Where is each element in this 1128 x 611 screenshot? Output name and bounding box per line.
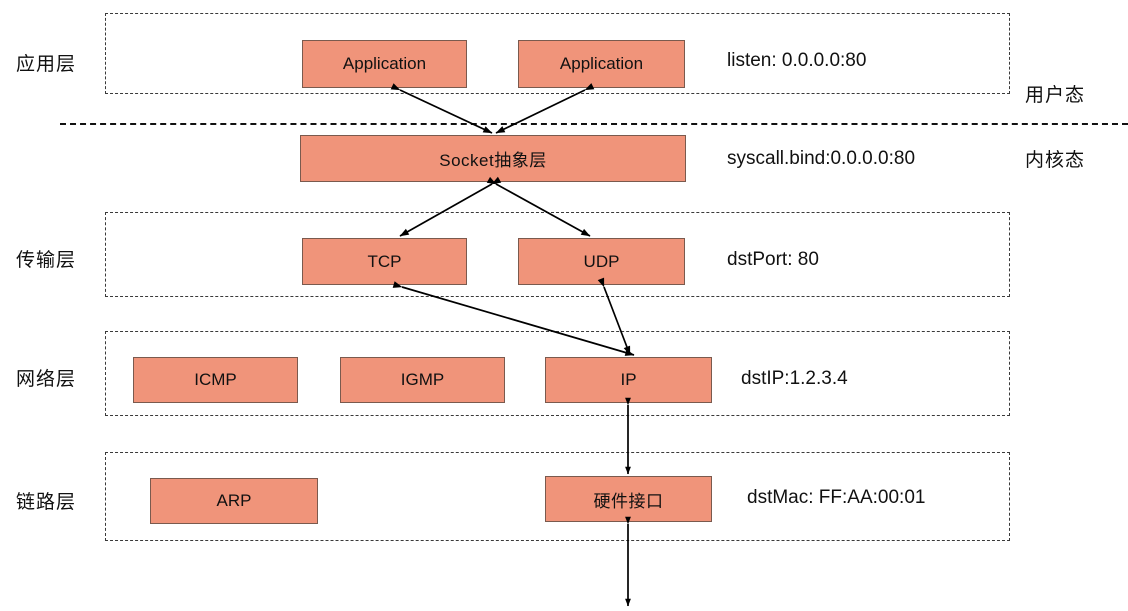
- node-application-1[interactable]: Application: [302, 40, 467, 88]
- annotation-dst-mac: dstMac: FF:AA:00:01: [747, 487, 926, 508]
- node-ip[interactable]: IP: [545, 357, 712, 403]
- arrow-application2-socket: [495, 83, 595, 134]
- node-application-2[interactable]: Application: [518, 40, 685, 88]
- annotation-syscall-bind: syscall.bind:0.0.0.0:80: [727, 148, 916, 169]
- arrow-application1-socket: [390, 83, 493, 134]
- node-udp[interactable]: UDP: [518, 238, 685, 285]
- annotation-listen: listen: 0.0.0.0:80: [727, 50, 867, 71]
- layer-label-transport: 传输层: [16, 250, 77, 271]
- link-layer-group: [105, 452, 1010, 541]
- user-kernel-divider: [60, 123, 1128, 125]
- node-hardware-interface[interactable]: 硬件接口: [545, 476, 712, 522]
- mode-label-kernel: 内核态: [1025, 150, 1086, 171]
- layer-label-link: 链路层: [16, 492, 77, 513]
- annotation-dst-port: dstPort: 80: [727, 249, 819, 270]
- node-arp[interactable]: ARP: [150, 478, 318, 524]
- mode-label-user: 用户态: [1025, 85, 1086, 106]
- layer-label-network: 网络层: [16, 369, 77, 390]
- node-socket-abstraction[interactable]: Socket抽象层: [300, 135, 686, 182]
- layer-label-application: 应用层: [16, 54, 77, 75]
- node-tcp[interactable]: TCP: [302, 238, 467, 285]
- annotation-dst-ip: dstIP:1.2.3.4: [741, 368, 848, 389]
- node-icmp[interactable]: ICMP: [133, 357, 298, 403]
- node-igmp[interactable]: IGMP: [340, 357, 505, 403]
